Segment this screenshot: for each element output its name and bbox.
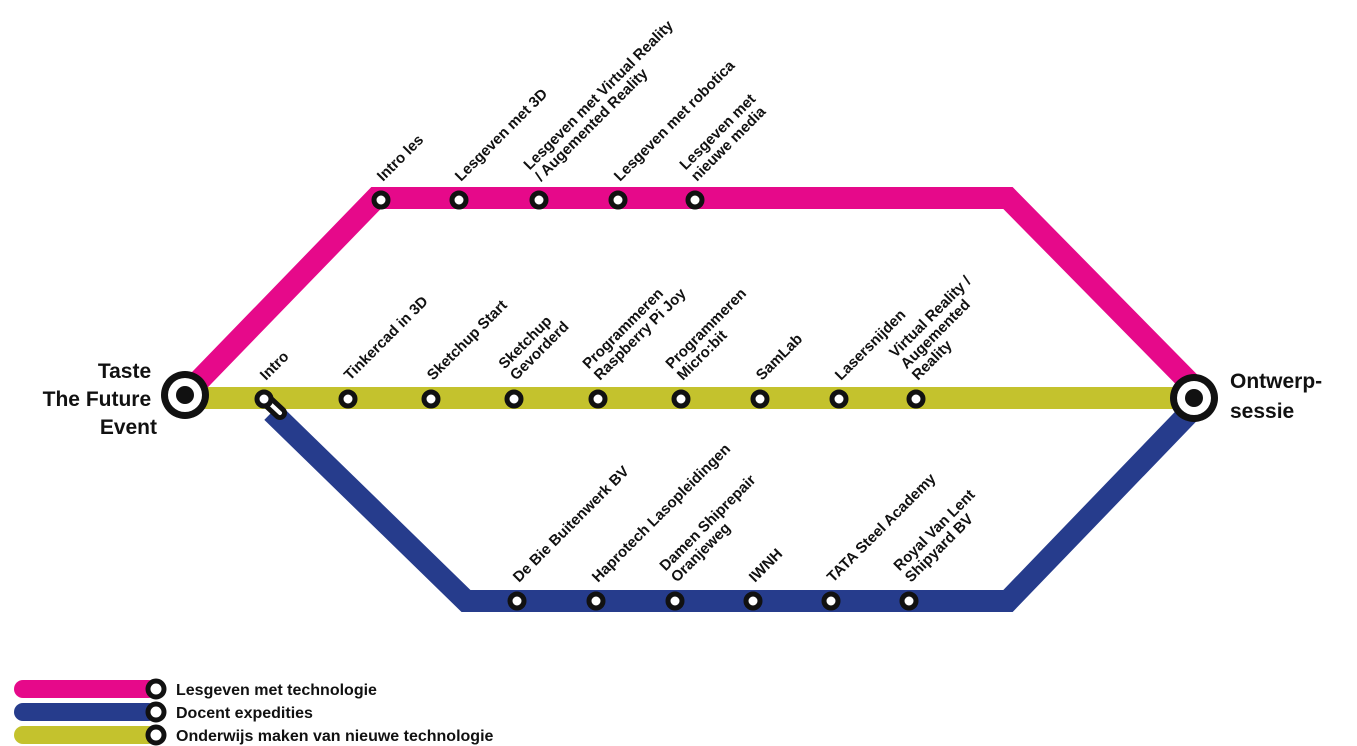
station-dot [671,389,691,409]
station-dot [899,591,919,611]
olive-station-8: Virtual Reality /AugementedReality [886,272,998,409]
station-dot [371,190,391,210]
station-dot [421,389,441,409]
station-dot [821,591,841,611]
station-dot [529,190,549,210]
station-dot [586,591,606,611]
legend-item-lesgeven: Lesgeven met technologie [14,678,377,700]
end-terminal [1170,374,1218,422]
station-dot [685,190,705,210]
station-dot [608,190,628,210]
station-label: Intro [257,348,293,384]
station-label: Tinkercad in 3D [341,293,432,384]
station-dot [449,190,469,210]
legend-label: Onderwijs maken van nieuwe technologie [176,728,494,745]
station-dot [829,389,849,409]
station-label: IWNH [746,546,786,586]
station-dot [504,389,524,409]
olive-station-4: ProgrammerenRaspberry Pi Joy [579,285,690,409]
station-dot [507,591,527,611]
end-terminal-label: Ontwerp- sessie [1230,370,1328,423]
blue-station-0: De Bie Buitenwerk BV [507,463,633,611]
blue-line [264,402,1200,612]
station-dot [906,389,926,409]
legend-item-docent: Docent expedities [14,701,313,723]
legend-label: Docent expedities [176,705,313,722]
legend: Lesgeven met technologie Docent expediti… [14,678,494,746]
station-dot [743,591,763,611]
station-dot [254,389,274,409]
pink-station-2: Lesgeven met Virtual Reality/ Augemented… [520,17,677,210]
start-terminal-label: Taste The Future Event [43,360,157,439]
station-dot [338,389,358,409]
station-dot [665,591,685,611]
station-label: Sketchup Start [424,297,511,384]
start-terminal [161,371,209,419]
station-label: Intro les [374,132,427,185]
station-label: Virtual Reality /AugementedReality [886,272,998,384]
legend-label: Lesgeven met technologie [176,682,377,699]
station-label: SamLab [753,331,806,384]
station-label: SketchupGevorderd [495,307,572,384]
station-dot [588,389,608,409]
station-dot [750,389,770,409]
legend-item-onderwijs: Onderwijs maken van nieuwe technologie [14,724,494,746]
